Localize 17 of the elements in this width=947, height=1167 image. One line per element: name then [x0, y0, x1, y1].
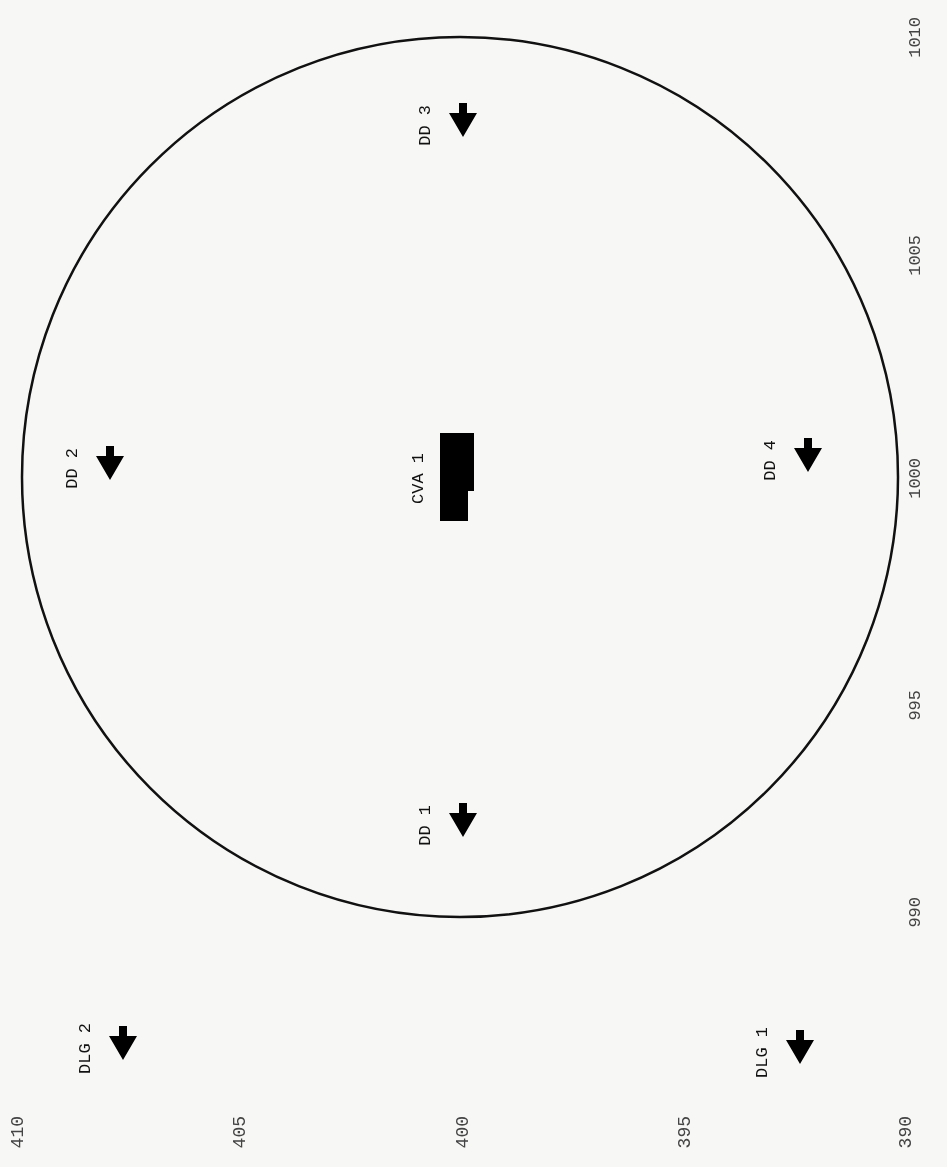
- ship-label: DD 4: [761, 439, 779, 481]
- ship-label: DD 1: [416, 804, 434, 846]
- ship-label: DLG 1: [753, 1026, 771, 1078]
- ship-label: DLG 2: [76, 1022, 94, 1074]
- axis-tick-label: 405: [231, 1116, 249, 1149]
- axis-tick-label: 395: [676, 1116, 694, 1149]
- axis-tick-label: 400: [454, 1116, 472, 1149]
- axis-tick-label: 1010: [906, 16, 924, 58]
- ship-label: DD 2: [63, 447, 81, 489]
- axis-tick-label: 410: [9, 1116, 27, 1149]
- axis-tick-label: 1005: [906, 234, 924, 276]
- ship-label: CVA 1: [409, 452, 427, 504]
- axis-tick-label: 390: [897, 1116, 915, 1149]
- axis-tick-label: 995: [906, 689, 924, 721]
- ship-label: DD 3: [416, 104, 434, 146]
- axis-tick-label: 1000: [906, 457, 924, 499]
- axis-tick-label: 990: [906, 896, 924, 928]
